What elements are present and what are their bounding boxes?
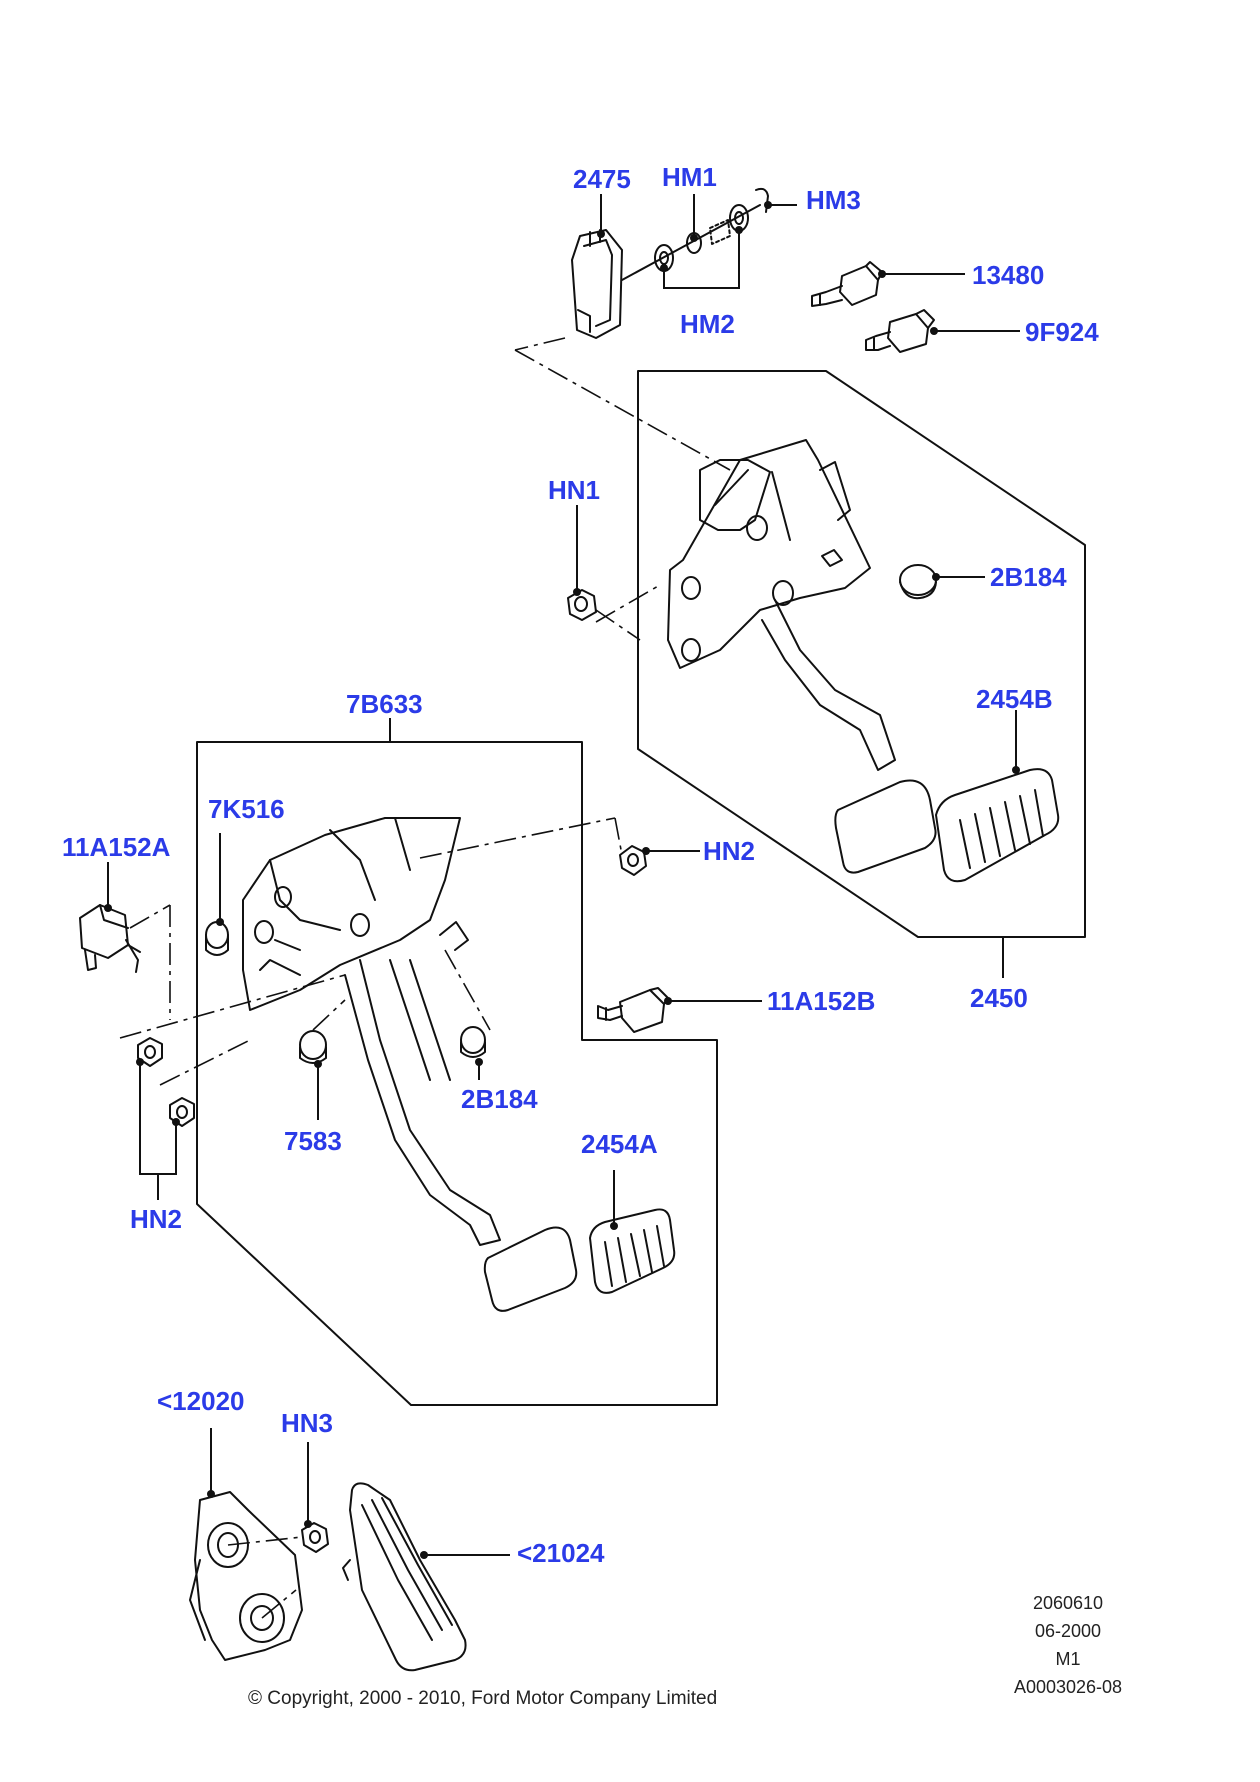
brake-pedal-assembly-part [667, 439, 937, 874]
switch-11a152b-part [597, 987, 669, 1033]
group-box-7b633 [196, 741, 718, 1406]
align-line-2475-pivot [514, 349, 731, 471]
align-line-2b184-lower [444, 949, 491, 1031]
nut-hn2-left-lower-part [169, 1097, 195, 1127]
nut-hn2-left-upper-part [137, 1037, 163, 1067]
pad-2454a-part [589, 1208, 676, 1294]
callout-hn2-left: HN2 [130, 1204, 183, 1234]
align-line-hn2-right-drop [614, 817, 623, 856]
switch-11a152a-part [79, 904, 141, 973]
callout-2475: 2475 [573, 164, 631, 194]
align-line-12020 [227, 1536, 303, 1546]
callout-7k516: 7K516 [208, 794, 285, 824]
align-line-2475-bracket [514, 337, 566, 351]
reference-block: 2060610 06-2000 M1 A0003026-08 [998, 1590, 1138, 1702]
callout-hn1: HN1 [548, 475, 601, 505]
align-line-hn1 [595, 609, 641, 641]
callout-11a152b: 11A152B [767, 986, 876, 1016]
switch-13480-part [811, 261, 883, 307]
callout-2b184-upper: 2B184 [990, 562, 1067, 592]
align-line-hn2-right [419, 817, 616, 859]
callout-11a152a: 11A152A [62, 832, 171, 862]
callout-hn3: HN3 [281, 1408, 334, 1438]
callout-13480: 13480 [972, 260, 1045, 290]
bump-stop-2b184-lower-part [460, 1026, 486, 1058]
callout-hm1: HM1 [662, 162, 717, 192]
callout-2b184-lower: 2B184 [461, 1084, 538, 1114]
accelerator-pedal-21024-part [342, 1482, 467, 1672]
leader-dots [104, 201, 1020, 1559]
callout-2454a: 2454A [581, 1129, 658, 1159]
copyright-notice: © Copyright, 2000 - 2010, Ford Motor Com… [248, 1688, 718, 1709]
callout-7583: 7583 [284, 1126, 342, 1156]
reference-date: 06-2000 [1034, 1620, 1102, 1641]
reference-model: M1 [1055, 1648, 1081, 1669]
align-line-nut-lower [159, 1039, 251, 1086]
callout-12020: <12020 [157, 1386, 245, 1416]
switch-9f924-part [865, 309, 935, 353]
leader-hm2 [663, 230, 740, 289]
bracket-2475-part [571, 229, 623, 339]
callout-hm2: HM2 [680, 309, 735, 339]
align-line-11a152a-top [129, 904, 171, 929]
nut-hn3-part [301, 1522, 329, 1553]
reference-number: 2060610 [1032, 1593, 1104, 1613]
callout-21024: <21024 [517, 1538, 605, 1568]
bushing-7k516-part [205, 921, 229, 956]
pad-2454b-part [935, 768, 1060, 883]
callout-hn2-right: HN2 [703, 836, 756, 866]
align-line-hn1-bolt [595, 584, 661, 623]
align-line-7583 [312, 999, 346, 1031]
callout-hm3: HM3 [806, 185, 861, 215]
clutch-pedal-assembly-part [242, 817, 578, 1312]
callout-2454b: 2454B [976, 684, 1053, 714]
nut-hn2-right-part [619, 845, 647, 876]
group-box-2450 [637, 370, 1086, 938]
nut-hn1-part [567, 589, 597, 621]
callout-2450: 2450 [970, 983, 1028, 1013]
callout-9f924: 9F924 [1025, 317, 1099, 347]
bracket-12020-part [189, 1491, 303, 1661]
reference-id: A0003026-08 [1013, 1676, 1123, 1697]
bushing-7583-part [299, 1030, 327, 1064]
align-line-12020-lower [261, 1589, 297, 1619]
align-line-nut-upper [119, 974, 346, 1039]
bump-stop-2b184-upper-part [899, 564, 937, 600]
callout-7b633: 7B633 [346, 689, 423, 719]
